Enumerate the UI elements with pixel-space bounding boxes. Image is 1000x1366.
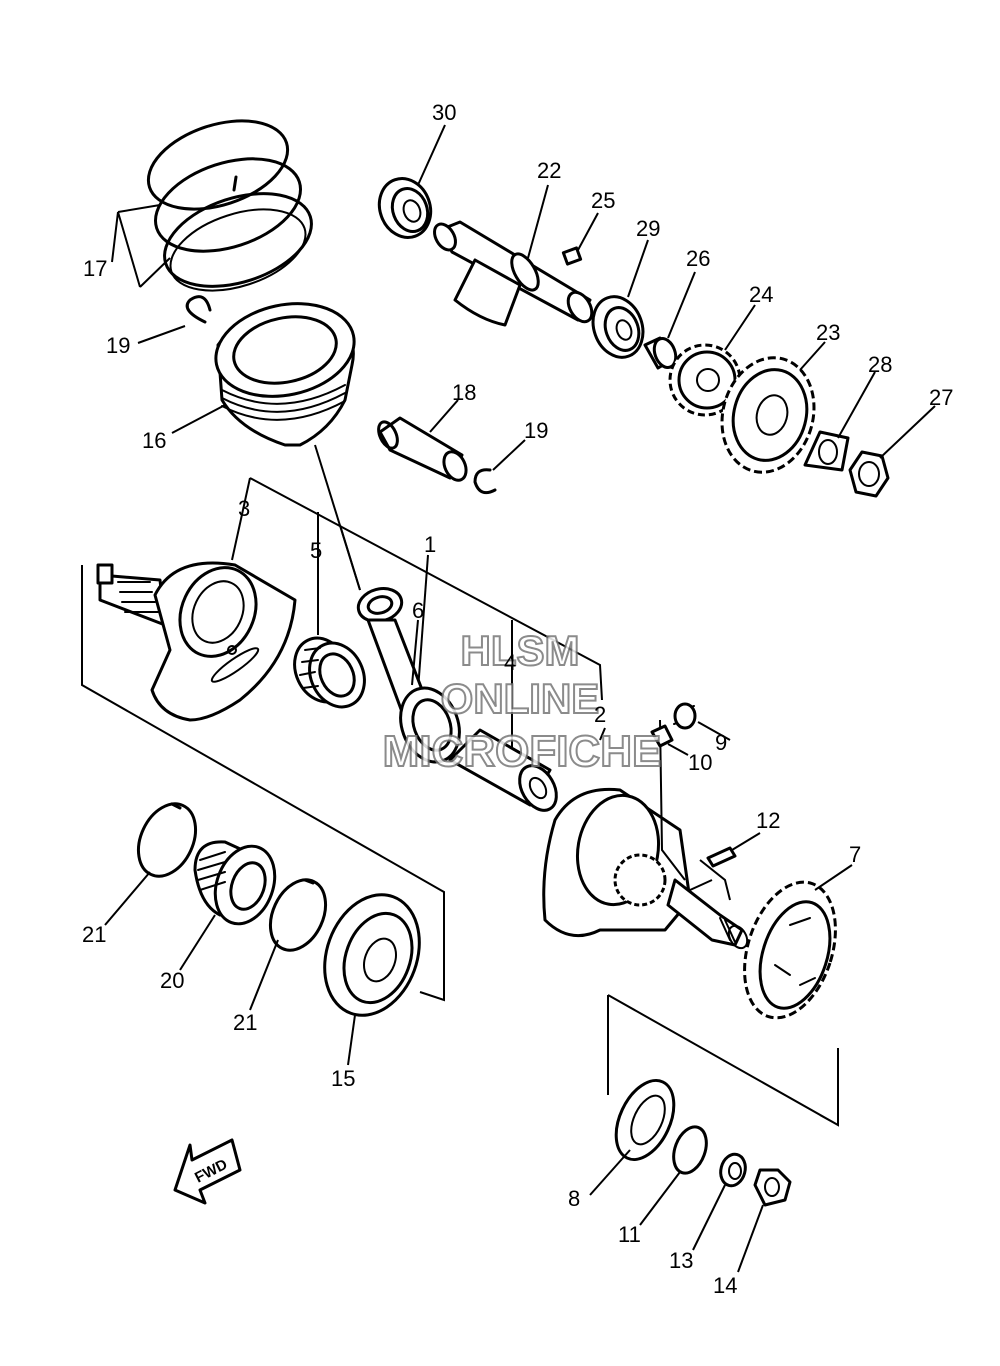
callout-24[interactable]: 24 (749, 282, 773, 307)
callout-17[interactable]: 17 (83, 256, 107, 281)
watermark-line-2: ONLINE (441, 675, 600, 722)
callout-30[interactable]: 30 (432, 100, 456, 125)
callout-28[interactable]: 28 (868, 352, 892, 377)
crank-half-left[interactable] (96, 555, 297, 722)
callout-21-upper[interactable]: 21 (82, 922, 106, 947)
piston[interactable] (171, 291, 363, 447)
spring-9[interactable] (673, 702, 731, 741)
callout-27[interactable]: 27 (929, 385, 953, 410)
callout-labels: 30 22 25 29 26 24 23 28 27 17 19 16 18 1… (82, 100, 953, 1298)
watermark-line-3: MICROFICHE (383, 727, 662, 776)
callout-22[interactable]: 22 (537, 158, 561, 183)
callout-23[interactable]: 23 (816, 320, 840, 345)
balancer-shaft[interactable] (430, 184, 596, 327)
sleeve-20[interactable] (179, 838, 285, 971)
callout-10[interactable]: 10 (688, 750, 712, 775)
callout-11[interactable]: 11 (618, 1222, 641, 1247)
fwd-arrow-icon: FWD (173, 1138, 242, 1205)
bearing-30[interactable] (371, 124, 446, 245)
callout-19-upper[interactable]: 19 (106, 333, 130, 358)
circlip-11[interactable] (639, 1122, 712, 1226)
snap-ring-21-upper[interactable] (104, 795, 207, 926)
callout-15[interactable]: 15 (331, 1066, 355, 1091)
nut-14[interactable] (737, 1168, 792, 1273)
callout-29[interactable]: 29 (636, 216, 660, 241)
lower-right-bracket (607, 994, 839, 1127)
callout-1[interactable]: 1 (424, 532, 436, 557)
gear-23[interactable] (710, 341, 827, 483)
callout-19-lower[interactable]: 19 (524, 418, 548, 443)
pin-10[interactable] (650, 724, 689, 756)
circlip-19-lower[interactable] (473, 439, 526, 495)
crankpin-small (411, 619, 419, 686)
snap-ring-21-lower[interactable] (249, 871, 336, 1011)
callout-14[interactable]: 14 (713, 1273, 737, 1298)
callout-13[interactable]: 13 (669, 1248, 693, 1273)
callout-2[interactable]: 2 (594, 702, 606, 727)
washer-13[interactable] (692, 1151, 749, 1251)
callout-25[interactable]: 25 (591, 188, 615, 213)
gear-7[interactable] (728, 864, 853, 1030)
needle-bearing[interactable] (284, 629, 374, 716)
plate-8[interactable] (589, 1071, 685, 1196)
callout-20[interactable]: 20 (160, 968, 184, 993)
crank-half-right[interactable] (542, 719, 751, 951)
collar-26[interactable] (643, 271, 696, 371)
callout-18[interactable]: 18 (452, 380, 476, 405)
callout-16[interactable]: 16 (142, 428, 166, 453)
callout-5[interactable]: 5 (310, 538, 322, 563)
callout-9[interactable]: 9 (715, 730, 727, 755)
connecting-rod[interactable] (355, 584, 470, 770)
piston-pin[interactable] (375, 399, 471, 484)
callout-26[interactable]: 26 (686, 246, 710, 271)
circlip-19-upper[interactable] (137, 295, 212, 344)
nut-27[interactable] (848, 405, 936, 498)
callout-6[interactable]: 6 (412, 598, 424, 623)
lock-washer-28[interactable] (803, 371, 876, 472)
crank-pin[interactable] (448, 728, 564, 817)
watermark: HLSM ONLINE MICROFICHE (382, 626, 663, 777)
callout-3[interactable]: 3 (238, 496, 250, 521)
bearing-15[interactable] (309, 881, 436, 1066)
callout-4[interactable]: 4 (504, 650, 516, 675)
callout-8[interactable]: 8 (568, 1186, 580, 1211)
bearing-29[interactable] (585, 239, 651, 364)
watermark-line-1: HLSM (461, 627, 580, 674)
callout-12[interactable]: 12 (756, 808, 780, 833)
piston-rings[interactable] (111, 105, 323, 306)
key-12[interactable] (706, 832, 761, 868)
key-25[interactable] (561, 212, 599, 266)
callout-7[interactable]: 7 (849, 842, 861, 867)
callout-21-lower[interactable]: 21 (233, 1010, 257, 1035)
